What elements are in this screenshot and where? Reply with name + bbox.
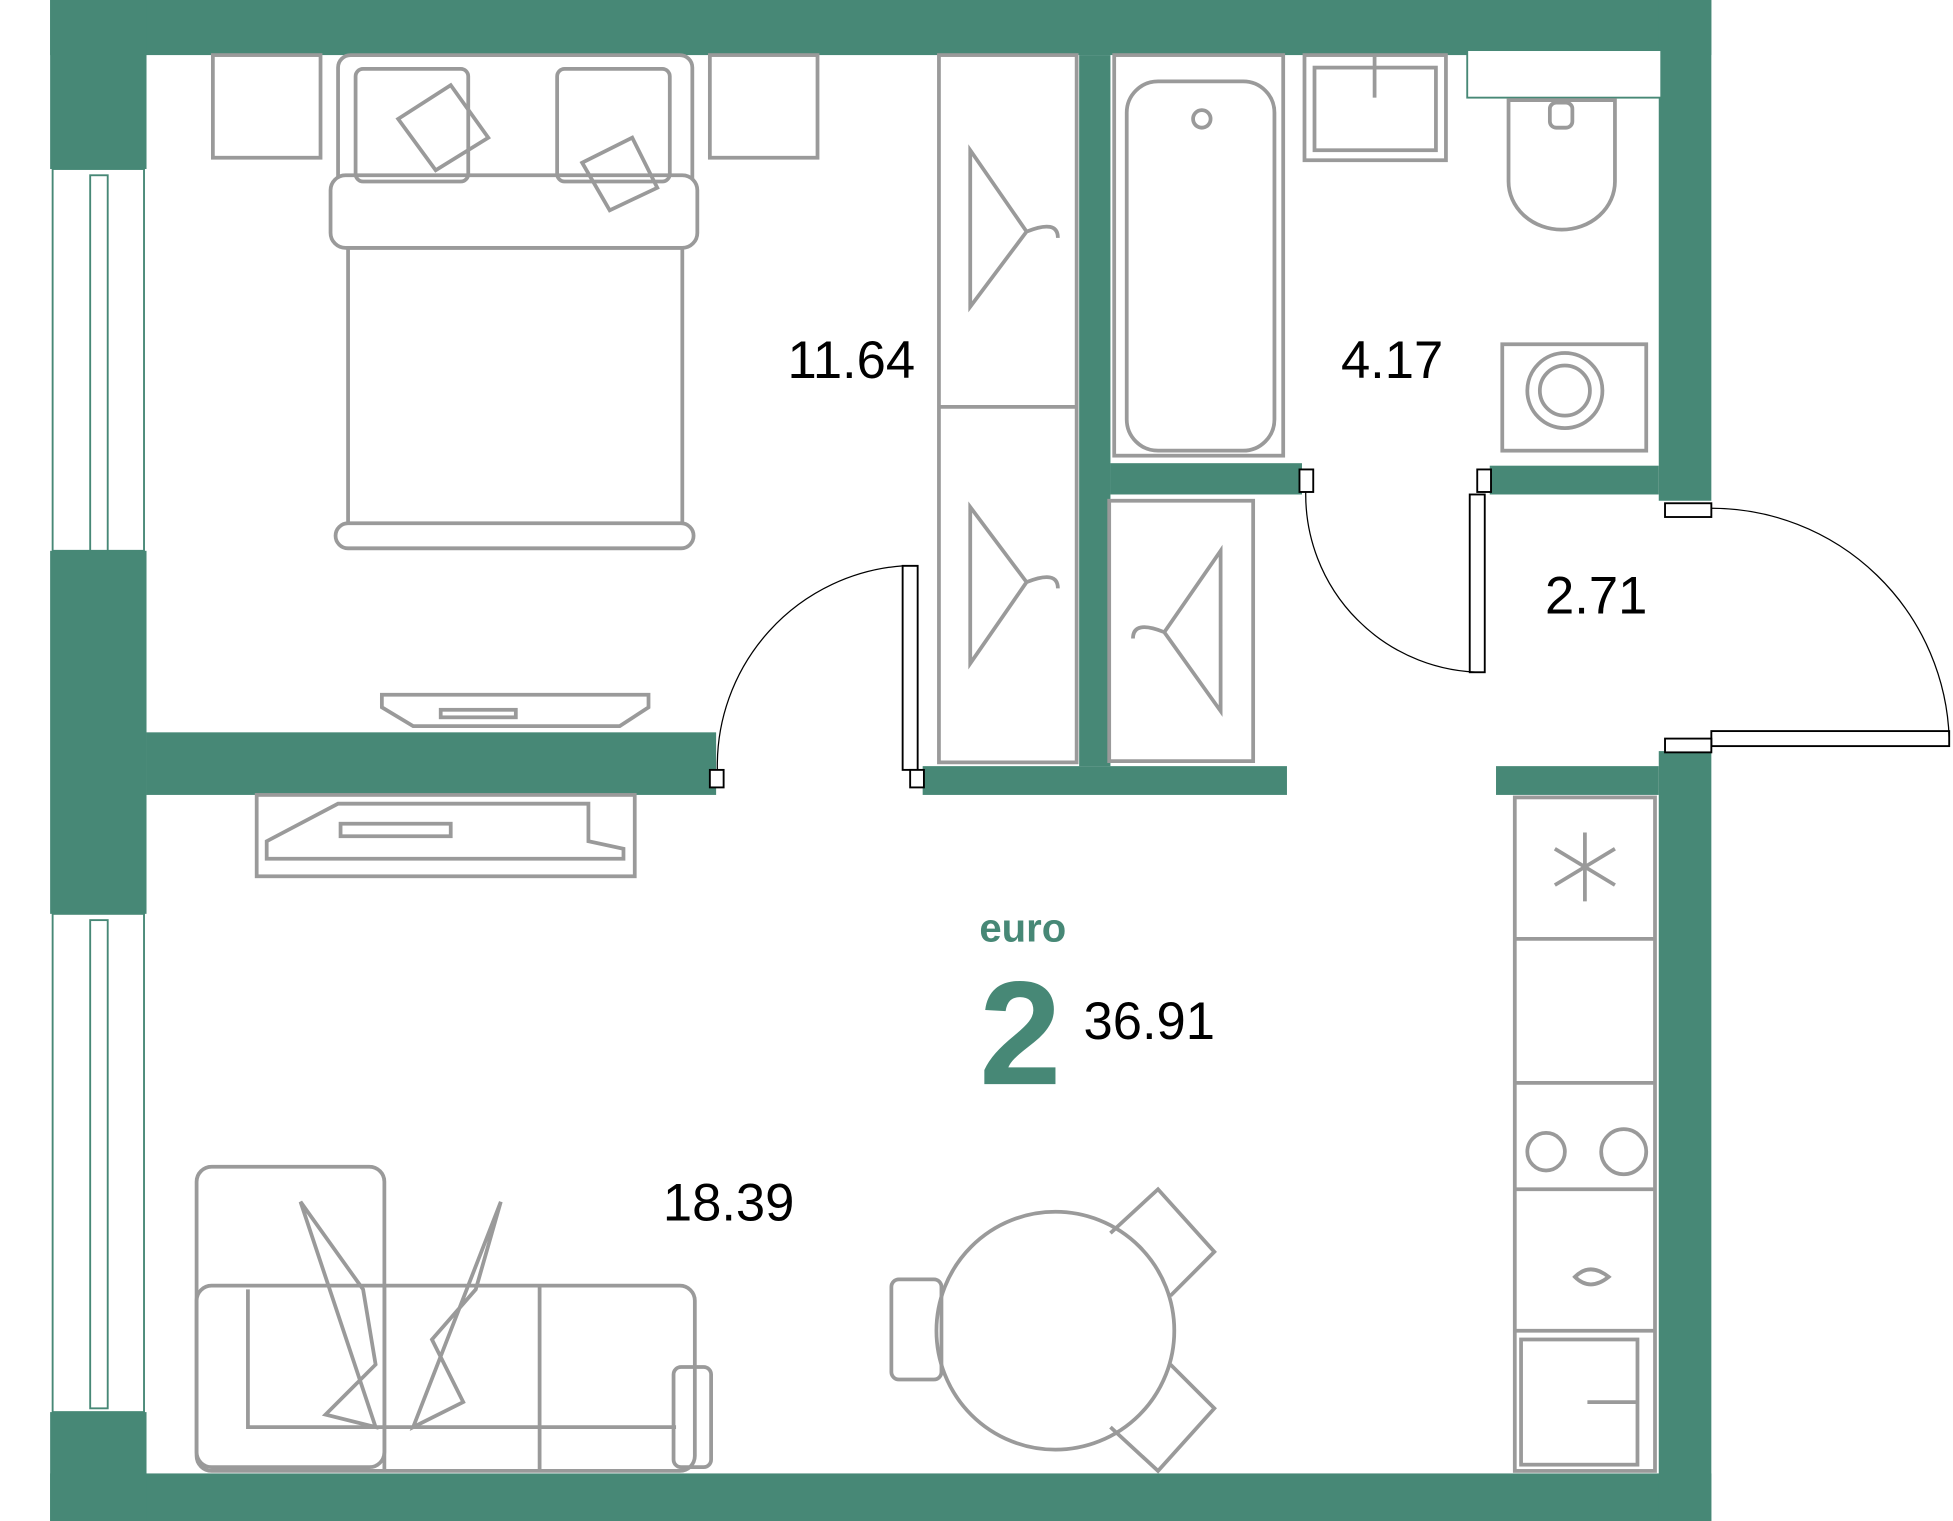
kitchen xyxy=(1512,795,1657,1473)
walls xyxy=(50,0,1712,1521)
windows xyxy=(51,49,1663,1414)
apartment-type-label: euro xyxy=(979,906,1066,950)
sofa xyxy=(194,1164,713,1473)
hallway-area: 2.71 xyxy=(1545,566,1647,625)
living-area: 18.39 xyxy=(663,1174,795,1233)
tv-stand-living xyxy=(254,793,637,879)
wardrobe xyxy=(937,53,1256,765)
dining-table xyxy=(889,1186,1217,1474)
bedroom-area: 11.64 xyxy=(787,331,915,390)
doors xyxy=(708,468,1951,789)
total-area: 36.91 xyxy=(1083,992,1215,1051)
rooms-count: 2 xyxy=(979,951,1061,1116)
bathroom-fixtures xyxy=(1112,53,1649,458)
bed xyxy=(210,53,820,551)
bathroom-area: 4.17 xyxy=(1341,331,1443,390)
tv-stand-bedroom xyxy=(379,692,651,728)
